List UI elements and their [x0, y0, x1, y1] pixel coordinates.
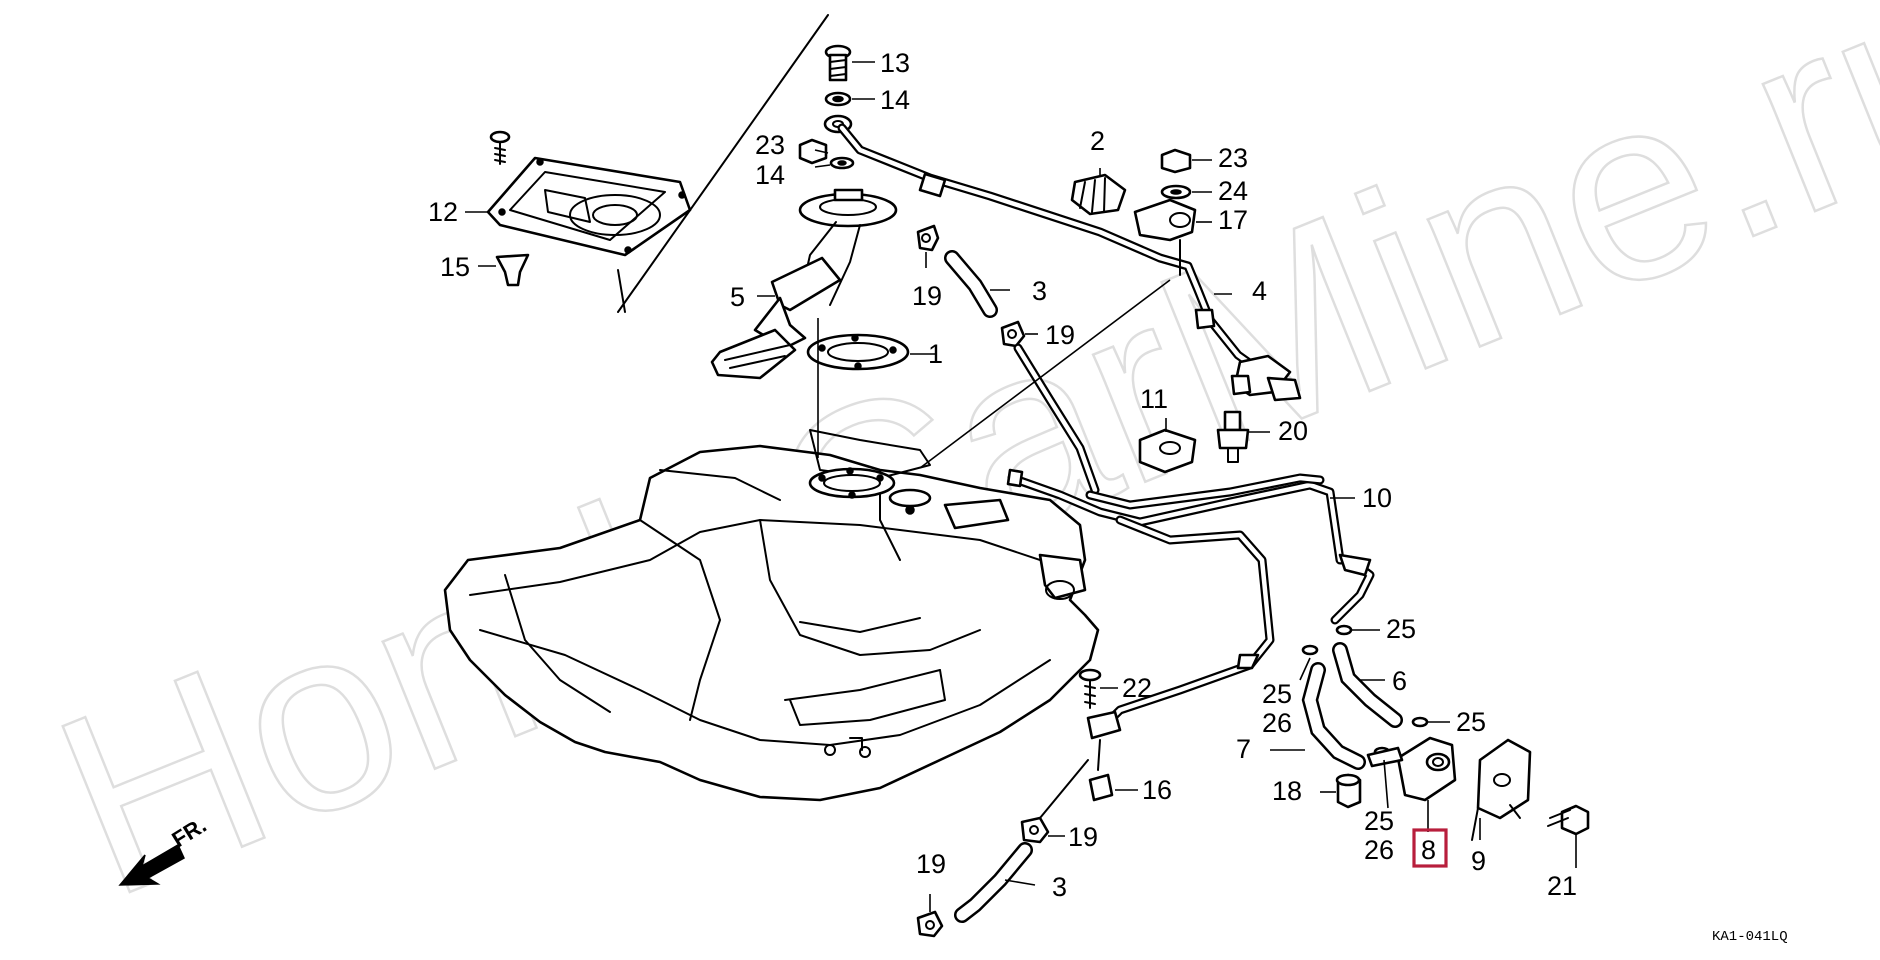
callout-14: 14 — [755, 160, 785, 190]
tank-pump-opening — [808, 467, 932, 515]
callout-1: 1 — [928, 339, 943, 369]
leader-lines — [465, 61, 1577, 912]
washer-14a — [824, 91, 852, 107]
o-ring-25b — [1301, 644, 1319, 656]
bolt-22 — [1078, 668, 1102, 709]
callout-21: 21 — [1547, 871, 1577, 901]
callout-22: 22 — [1122, 673, 1152, 703]
tube-end-connector — [1230, 354, 1302, 402]
cover-screw — [489, 130, 511, 165]
clamp-11 — [1138, 428, 1197, 474]
clamp-19a — [916, 224, 940, 252]
bolt-13 — [824, 44, 852, 82]
watermark-text: HondaCarMine.ru — [22, 0, 1880, 952]
o-ring-25c — [1411, 716, 1429, 728]
callout-25: 25 — [1386, 614, 1416, 644]
callout-25: 25 — [1456, 707, 1486, 737]
callout-10: 10 — [1362, 483, 1392, 513]
access-cover — [486, 156, 692, 257]
valve-20 — [1216, 410, 1250, 463]
nut-23b — [1160, 148, 1192, 174]
front-arrow-icon — [118, 843, 185, 886]
callout-9: 9 — [1471, 846, 1486, 876]
callout-23: 23 — [755, 130, 785, 160]
callout-13: 13 — [880, 48, 910, 78]
highlight-box-8 — [1412, 828, 1448, 868]
callout-12: 12 — [428, 197, 458, 227]
clamp-17 — [1133, 198, 1197, 276]
clamp-2 — [1070, 173, 1127, 216]
callout-7: 7 — [1236, 734, 1251, 764]
callout-11: 11 — [1140, 384, 1168, 414]
nut-23a — [798, 138, 828, 165]
clamp-19c — [1020, 816, 1050, 844]
bolt-21 — [1547, 804, 1590, 836]
callout-labels: 13 14 23 14 12 15 5 19 3 19 1 2 23 24 17… — [428, 48, 1577, 902]
callout-3: 3 — [1032, 276, 1047, 306]
clip-15 — [495, 253, 530, 287]
o-ring-25a — [1335, 624, 1353, 636]
callout-19: 19 — [1045, 320, 1075, 350]
washer-14b — [829, 156, 855, 170]
callout-18: 18 — [1272, 776, 1302, 806]
callout-26: 26 — [1364, 835, 1394, 865]
callout-19: 19 — [912, 281, 942, 311]
clamp-19d — [916, 910, 944, 938]
callout-3: 3 — [1052, 872, 1067, 902]
callout-17: 17 — [1218, 205, 1248, 235]
diagram-code: KA1-041LQ — [1712, 929, 1788, 945]
washer-24 — [1160, 184, 1192, 200]
callout-25: 25 — [1364, 806, 1394, 836]
fuel-pump-assembly — [710, 188, 898, 380]
callout-16: 16 — [1142, 775, 1172, 805]
fuel-filter-8 — [1366, 736, 1457, 802]
callout-4: 4 — [1252, 276, 1267, 306]
callout-5: 5 — [730, 282, 745, 312]
callout-20: 20 — [1278, 416, 1308, 446]
callout-19: 19 — [916, 849, 946, 879]
pump-gasket-1 — [806, 333, 910, 371]
clamp-19b — [1000, 320, 1026, 348]
callout-25: 25 — [1262, 679, 1292, 709]
filter-bracket-9 — [1471, 738, 1532, 841]
fuel-tank — [443, 429, 1100, 802]
callout-8: 8 — [1421, 835, 1436, 865]
callout-24: 24 — [1218, 176, 1248, 206]
clamp-18 — [1335, 773, 1362, 809]
callout-19: 19 — [1068, 822, 1098, 852]
callout-15: 15 — [440, 252, 470, 282]
callout-26: 26 — [1262, 708, 1292, 738]
callout-6: 6 — [1392, 666, 1407, 696]
callout-14: 14 — [880, 85, 910, 115]
callout-2: 2 — [1090, 126, 1105, 156]
callout-23: 23 — [1218, 143, 1248, 173]
bracket-16 — [1086, 710, 1122, 802]
